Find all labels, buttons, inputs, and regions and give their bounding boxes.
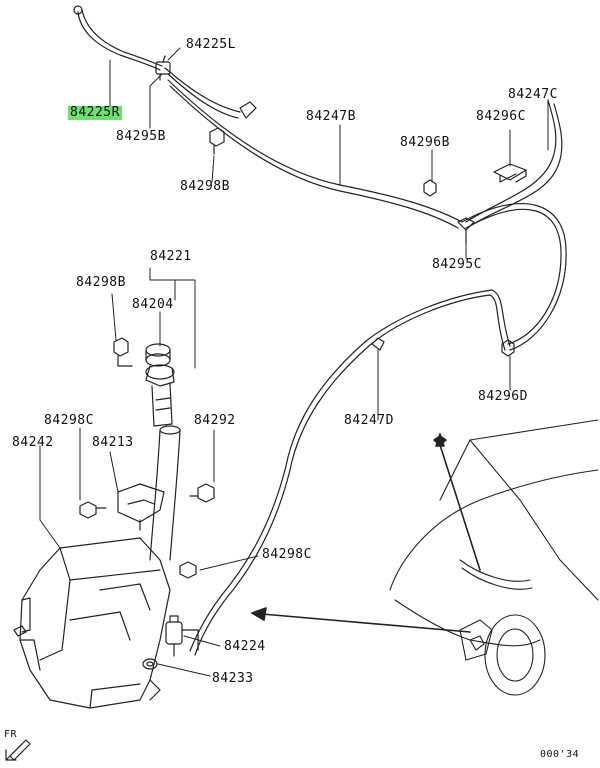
hose-84247D: [189, 289, 511, 656]
clip-84298C-left: [79, 501, 107, 519]
label-84296B: 84296B: [400, 135, 450, 150]
label-84247D: 84247D: [344, 413, 394, 428]
clip-84296C: [493, 163, 527, 183]
pointer-arrows: [251, 433, 481, 633]
diagram-code: 000'34: [540, 749, 580, 760]
label-84224: 84224: [224, 639, 266, 654]
label-84298C-right: 84298C: [262, 547, 312, 562]
label-84247C: 84247C: [508, 87, 558, 102]
label-84292: 84292: [194, 413, 236, 428]
hose-84225: [73, 5, 257, 119]
clip-84292: [189, 483, 215, 503]
hose-84247B: [167, 79, 463, 229]
label-84295B: 84295B: [116, 129, 166, 144]
label-84295C: 84295C: [432, 257, 482, 272]
label-84296C: 84296C: [476, 109, 526, 124]
label-84233: 84233: [212, 671, 254, 686]
label-84225L: 84225L: [186, 37, 236, 52]
grommet-84233: [142, 658, 158, 670]
clip-84298B-mid: [113, 337, 133, 367]
label-84247B: 84247B: [306, 109, 356, 124]
hose-84247C: [461, 99, 567, 351]
leader-lines: [39, 47, 549, 677]
label-84213: 84213: [92, 435, 134, 450]
label-84221: 84221: [150, 249, 192, 264]
fr-arrow-icon: [5, 739, 31, 761]
clip-84296B: [423, 179, 437, 197]
direction-label: FR: [4, 729, 18, 740]
washer-tank-84242: [13, 537, 171, 709]
clip-84298B-top: [209, 127, 225, 155]
label-84242: 84242: [12, 435, 54, 450]
connector-84295B: [155, 55, 171, 81]
joint-84295C: [457, 217, 475, 245]
car-illustration: [389, 419, 599, 696]
label-84296D: 84296D: [478, 389, 528, 404]
label-84225R: 84225R: [68, 105, 122, 120]
label-84204: 84204: [132, 297, 174, 312]
label-84298B-mid: 84298B: [76, 275, 126, 290]
clip-84298C-right: [179, 561, 197, 579]
pump-84224: [165, 615, 199, 657]
label-84298C-left: 84298C: [44, 413, 94, 428]
bracket-84213: [117, 483, 165, 531]
label-84298B-top: 84298B: [180, 179, 230, 194]
filler-neck-84221: [145, 343, 181, 561]
